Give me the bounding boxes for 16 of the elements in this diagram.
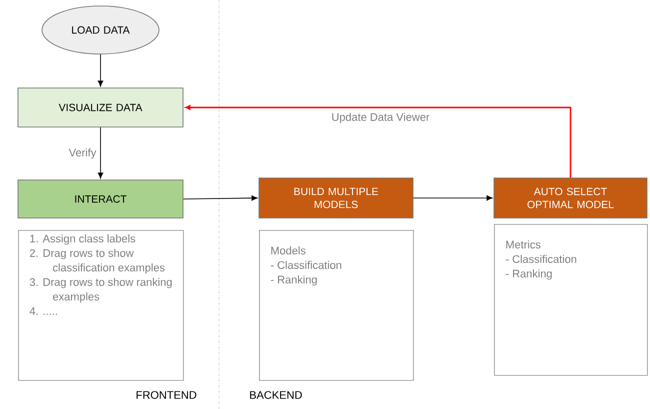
notes-box: Models - Classification - Ranking bbox=[259, 230, 414, 381]
arrow bbox=[98, 54, 104, 87]
arrow bbox=[183, 195, 258, 201]
notes-box: 1. Assign class labels 2. Drag rows to show classification examples 3. Drag rows to show ranking examples 4. ..... bbox=[18, 230, 184, 381]
notes-box: Metrics - Classification - Ranking bbox=[494, 224, 648, 376]
process-box: VISUALIZE DATA bbox=[18, 88, 184, 128]
arrow bbox=[185, 105, 572, 178]
arrow bbox=[413, 195, 493, 201]
section-label: FRONTEND bbox=[136, 391, 196, 399]
process-box: INTERACT bbox=[18, 180, 184, 218]
section-label: BACKEND bbox=[250, 391, 302, 399]
edge-label: Update Data Viewer bbox=[332, 112, 430, 124]
arrow bbox=[98, 127, 104, 179]
edge-label: Verify bbox=[68, 148, 96, 159]
process-box: BUILD MULTIPLE MODELS bbox=[258, 178, 414, 218]
process-box: AUTO SELECT OPTIMAL MODEL bbox=[494, 178, 648, 218]
